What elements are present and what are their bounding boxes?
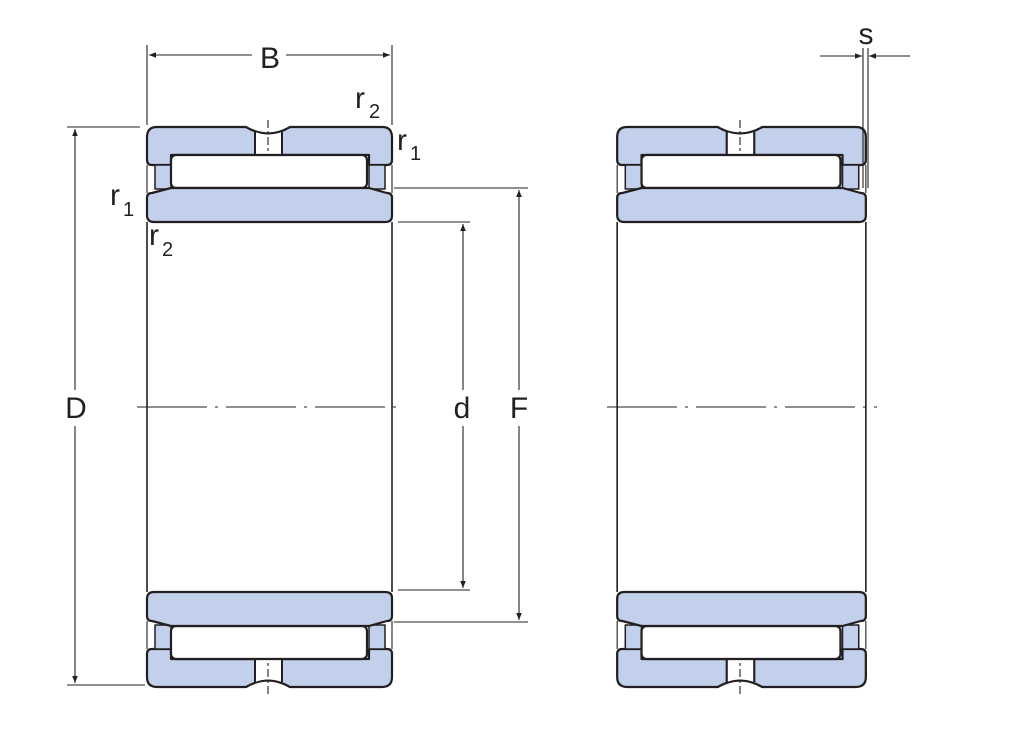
label-F: F	[510, 392, 528, 425]
chamfer-r2-left: r 2	[149, 219, 173, 261]
dimension-D: D	[60, 126, 145, 686]
left-bearing-section	[137, 118, 404, 696]
chamfer-r2-top: r 2	[355, 82, 380, 123]
label-B: B	[260, 42, 280, 75]
svg-text:2: 2	[162, 239, 173, 261]
dimension-F: F	[394, 187, 533, 623]
dimension-B: B	[146, 38, 393, 125]
svg-text:r: r	[110, 179, 120, 212]
dimension-d: d	[398, 221, 476, 591]
svg-text:r: r	[397, 124, 407, 157]
svg-text:r: r	[355, 82, 365, 115]
label-d: d	[454, 392, 471, 425]
svg-text:r: r	[149, 219, 159, 252]
label-s: s	[859, 18, 874, 51]
dimension-s: s	[820, 18, 910, 188]
label-D: D	[65, 392, 87, 425]
bottom-section	[145, 590, 394, 696]
svg-text:1: 1	[410, 143, 421, 165]
chamfer-r1-top: r 1	[397, 124, 421, 165]
svg-text:2: 2	[369, 101, 380, 123]
top-section	[145, 118, 394, 224]
svg-text:1: 1	[123, 199, 134, 221]
chamfer-r1-left: r 1	[110, 179, 134, 221]
